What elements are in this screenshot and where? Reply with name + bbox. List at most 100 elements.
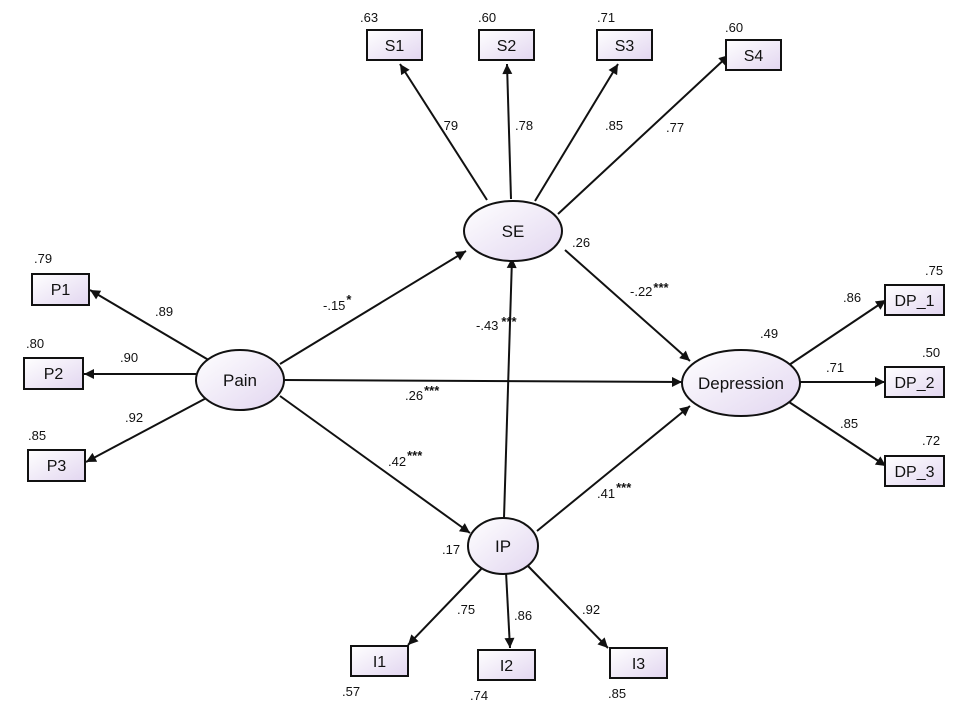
edge-se-s1 [399,63,488,201]
coef-pain-ip: .42*** [388,448,423,469]
coef-dep-dp3: .85 [840,416,858,431]
coef-ip-dep-sig: *** [616,480,632,495]
indicator-dp2: DP_2 [884,366,945,398]
r2-s1: .63 [360,10,378,25]
r2-labels: .63 .60 .71 .60 .79 .80 .85 .75 .50 .72 … [26,10,943,703]
r2-s3: .71 [597,10,615,25]
r2-depression: .49 [760,326,778,341]
coef-pain-se-sig: * [346,292,352,307]
indicator-i1-label: I1 [373,654,386,671]
indicator-dp1-label: DP_1 [894,293,934,310]
indicator-i3: I3 [609,647,668,679]
latent-ip: IP [467,517,539,575]
coef-pain-se: -.15* [323,292,352,313]
r2-dp3: .72 [922,433,940,448]
indicator-s1-label: S1 [385,38,405,55]
coef-pain-p3: .92 [125,410,143,425]
coef-pain-dep-value: .26 [405,388,423,403]
indicator-s3: S3 [596,29,653,61]
coef-se-s4: .77 [666,120,684,135]
edges [84,54,887,649]
coef-se-dep-value: -.22 [630,284,652,299]
edge-ip-i2 [504,571,515,649]
edge-pain-p1 [89,289,213,363]
r2-s2: .60 [478,10,496,25]
edge-se-dep [564,249,691,362]
indicator-p2-label: P2 [44,366,64,383]
r2-p1: .79 [34,251,52,266]
edge-dep-dp3 [785,399,887,467]
r2-i1: .57 [342,684,360,699]
r2-p3: .85 [28,428,46,443]
coef-pain-dep-sig: *** [424,383,440,398]
coef-ip-se-sig: *** [501,314,517,329]
latent-se: SE [463,200,563,262]
indicator-s4: S4 [725,39,782,71]
coefficients: .79 .78 .85 .77 .89 .90 .92 .86 .71 .85 … [120,118,861,623]
indicator-s4-label: S4 [744,48,764,65]
coef-pain-ip-value: .42 [388,454,406,469]
r2-p2: .80 [26,336,44,351]
indicator-p3-label: P3 [47,458,67,475]
indicator-p3: P3 [27,449,86,482]
coef-ip-se: -.43*** [476,314,518,333]
indicator-s3-label: S3 [615,38,635,55]
coef-se-s2: .78 [515,118,533,133]
indicator-dp2-label: DP_2 [894,375,934,392]
coef-ip-dep: .41*** [597,480,632,501]
edge-se-s2 [502,63,513,200]
edge-ip-i3 [527,565,609,649]
edge-ip-i1 [407,565,485,646]
coef-ip-i3: .92 [582,602,600,617]
coef-se-dep-sig: *** [653,280,669,295]
edge-pain-ip [279,395,471,534]
latent-pain-label: Pain [223,371,257,390]
coef-ip-i1: .75 [457,602,475,617]
coef-dep-dp1: .86 [843,290,861,305]
edge-pain-dep [283,376,683,387]
edge-ip-se [503,257,517,519]
latent-se-label: SE [502,222,525,241]
r2-se: .26 [572,235,590,250]
indicator-p1-label: P1 [51,282,71,299]
edge-dep-dp1 [785,299,887,368]
edge-pain-p3 [85,394,213,463]
r2-i2: .74 [470,688,488,703]
edge-ip-dep [536,405,691,532]
latent-depression: Depression [681,349,801,417]
indicator-p1: P1 [31,273,90,306]
latent-depression-label: Depression [698,374,784,393]
indicator-dp3: DP_3 [884,455,945,487]
coef-se-s3: .85 [605,118,623,133]
indicator-i1: I1 [350,645,409,677]
coef-pain-p1: .89 [155,304,173,319]
r2-ip: .17 [442,542,460,557]
indicator-s2-label: S2 [497,38,517,55]
edge-pain-se [279,250,467,365]
indicator-i2: I2 [477,649,536,681]
indicator-dp3-label: DP_3 [894,464,934,481]
edge-se-s3 [534,63,619,202]
indicator-s1: S1 [366,29,423,61]
r2-i3: .85 [608,686,626,701]
indicator-s2: S2 [478,29,535,61]
indicator-p2: P2 [23,357,84,390]
coef-ip-se-value: -.43 [476,318,498,333]
coef-se-s1: .79 [440,118,458,133]
r2-dp1: .75 [925,263,943,278]
r2-dp2: .50 [922,345,940,360]
coef-pain-se-value: -.15 [323,298,345,313]
indicator-dp1: DP_1 [884,284,945,316]
indicator-i3-label: I3 [632,656,645,673]
edge-se-s4 [557,54,730,215]
coef-ip-dep-value: .41 [597,486,615,501]
coef-pain-p2: .90 [120,350,138,365]
r2-s4: .60 [725,20,743,35]
coef-pain-ip-sig: *** [407,448,423,463]
latent-ip-label: IP [495,537,511,556]
indicator-i2-label: I2 [500,658,513,675]
coef-ip-i2: .86 [514,608,532,623]
coef-se-dep: -.22*** [630,280,670,299]
coef-pain-dep: .26*** [405,383,440,403]
